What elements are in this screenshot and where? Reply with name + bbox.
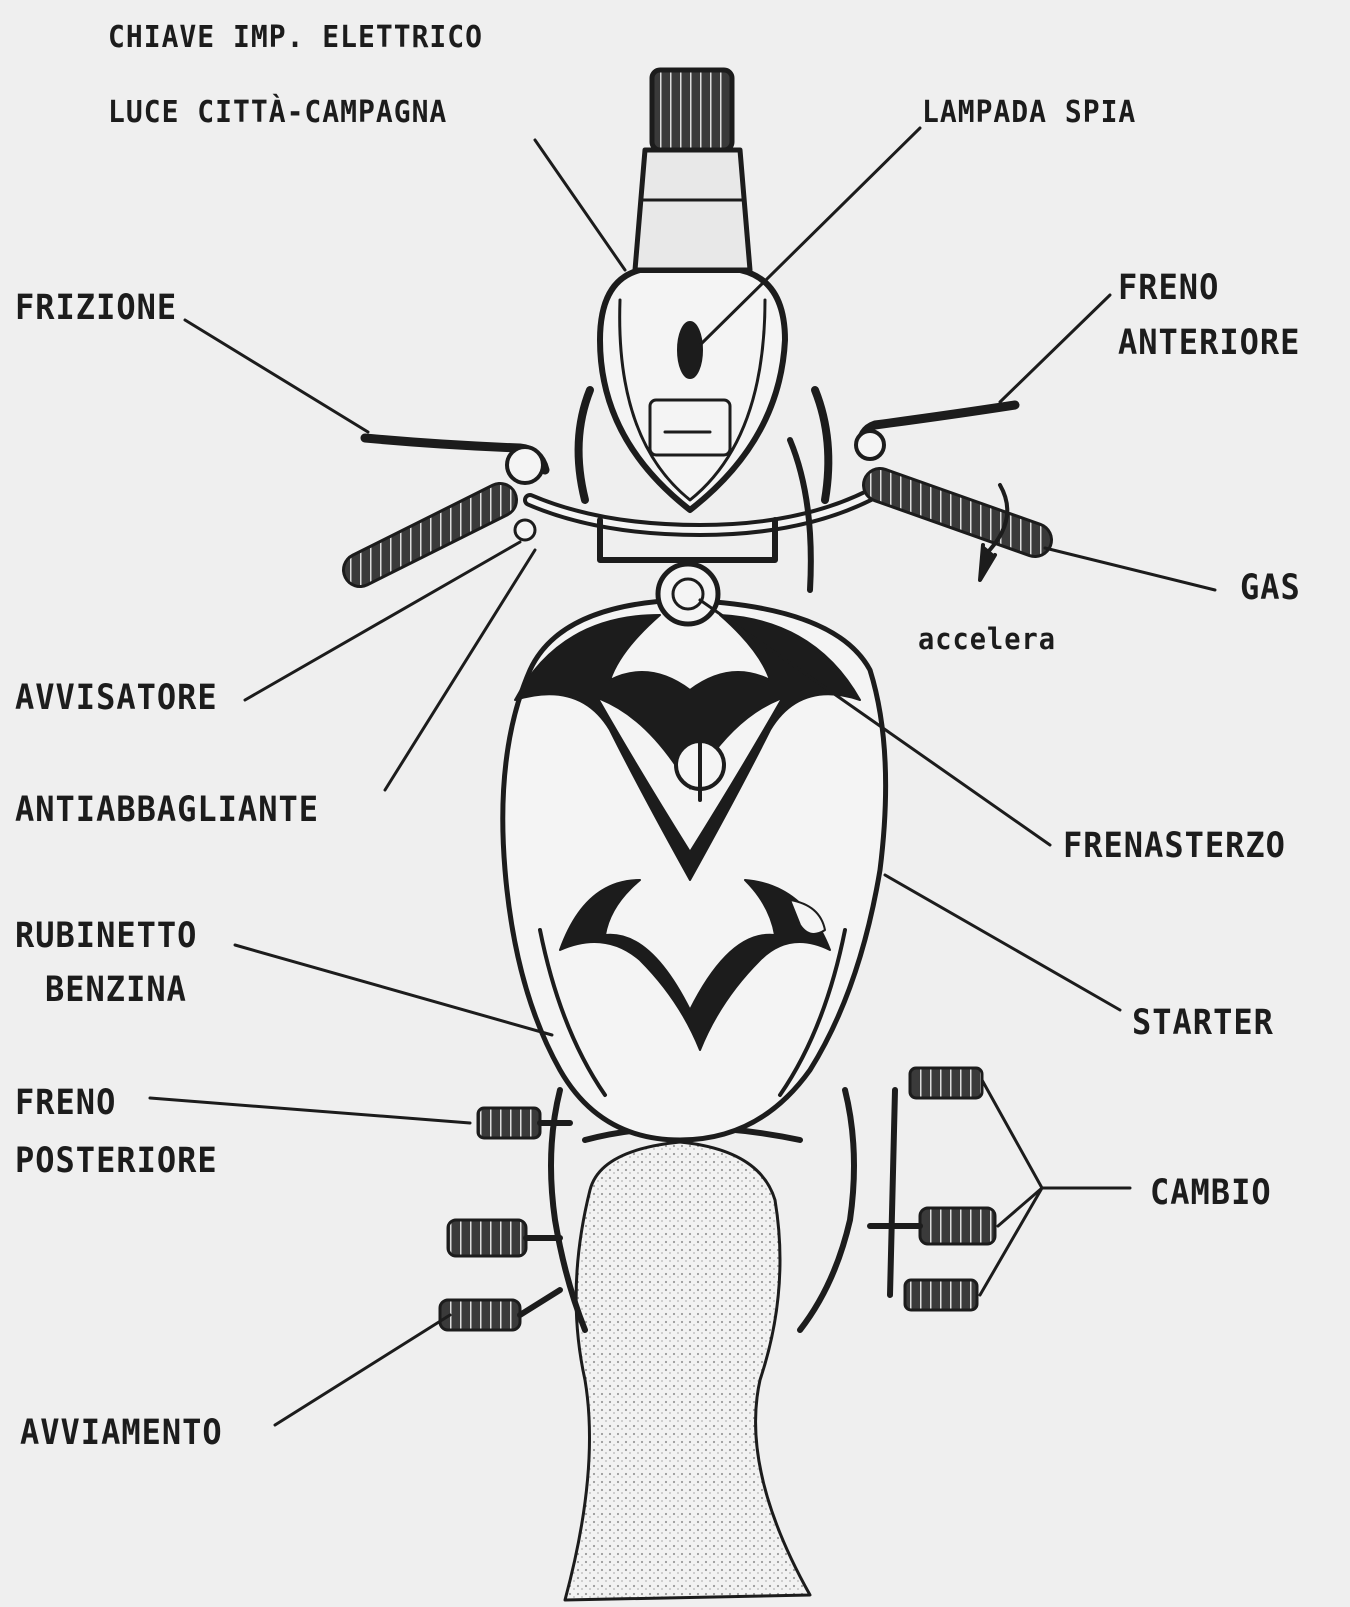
label-starter: STARTER <box>1132 1005 1274 1040</box>
label-rubinetto-2: BENZINA <box>45 972 187 1007</box>
label-avvisatore: AVVISATORE <box>15 680 218 715</box>
label-accelera: accelera <box>918 625 1056 654</box>
label-freno-anteriore-2: ANTERIORE <box>1118 325 1300 360</box>
label-lampada-spia: LAMPADA SPIA <box>922 97 1136 127</box>
label-gas: GAS <box>1240 570 1301 605</box>
kickstart-pedal <box>440 1290 560 1330</box>
label-frizione: FRIZIONE <box>15 290 177 325</box>
label-freno-posteriore-2: POSTERIORE <box>15 1143 218 1178</box>
label-freno-posteriore-1: FRENO <box>15 1085 116 1120</box>
speedometer-window <box>650 400 730 455</box>
label-luce: LUCE CITTÀ-CAMPAGNA <box>108 97 447 127</box>
label-freno-anteriore-1: FRENO <box>1118 270 1219 305</box>
label-chiave: CHIAVE IMP. ELETTRICO <box>108 22 483 52</box>
steering-damper-knob <box>658 564 718 624</box>
rear-fender <box>565 1142 810 1600</box>
label-cambio: CAMBIO <box>1150 1175 1272 1210</box>
label-avviamento: AVVIAMENTO <box>20 1415 223 1450</box>
label-antiabbagliante: ANTIABBAGLIANTE <box>15 792 319 827</box>
gear-lever <box>870 1068 995 1310</box>
left-footrest <box>448 1220 560 1256</box>
label-rubinetto-1: RUBINETTO <box>15 918 197 953</box>
ignition-switch <box>652 70 732 150</box>
left-grip <box>360 500 500 570</box>
warning-lamp <box>678 322 702 378</box>
right-grip <box>880 485 1035 540</box>
label-frenasterzo: FRENASTERZO <box>1063 828 1286 863</box>
